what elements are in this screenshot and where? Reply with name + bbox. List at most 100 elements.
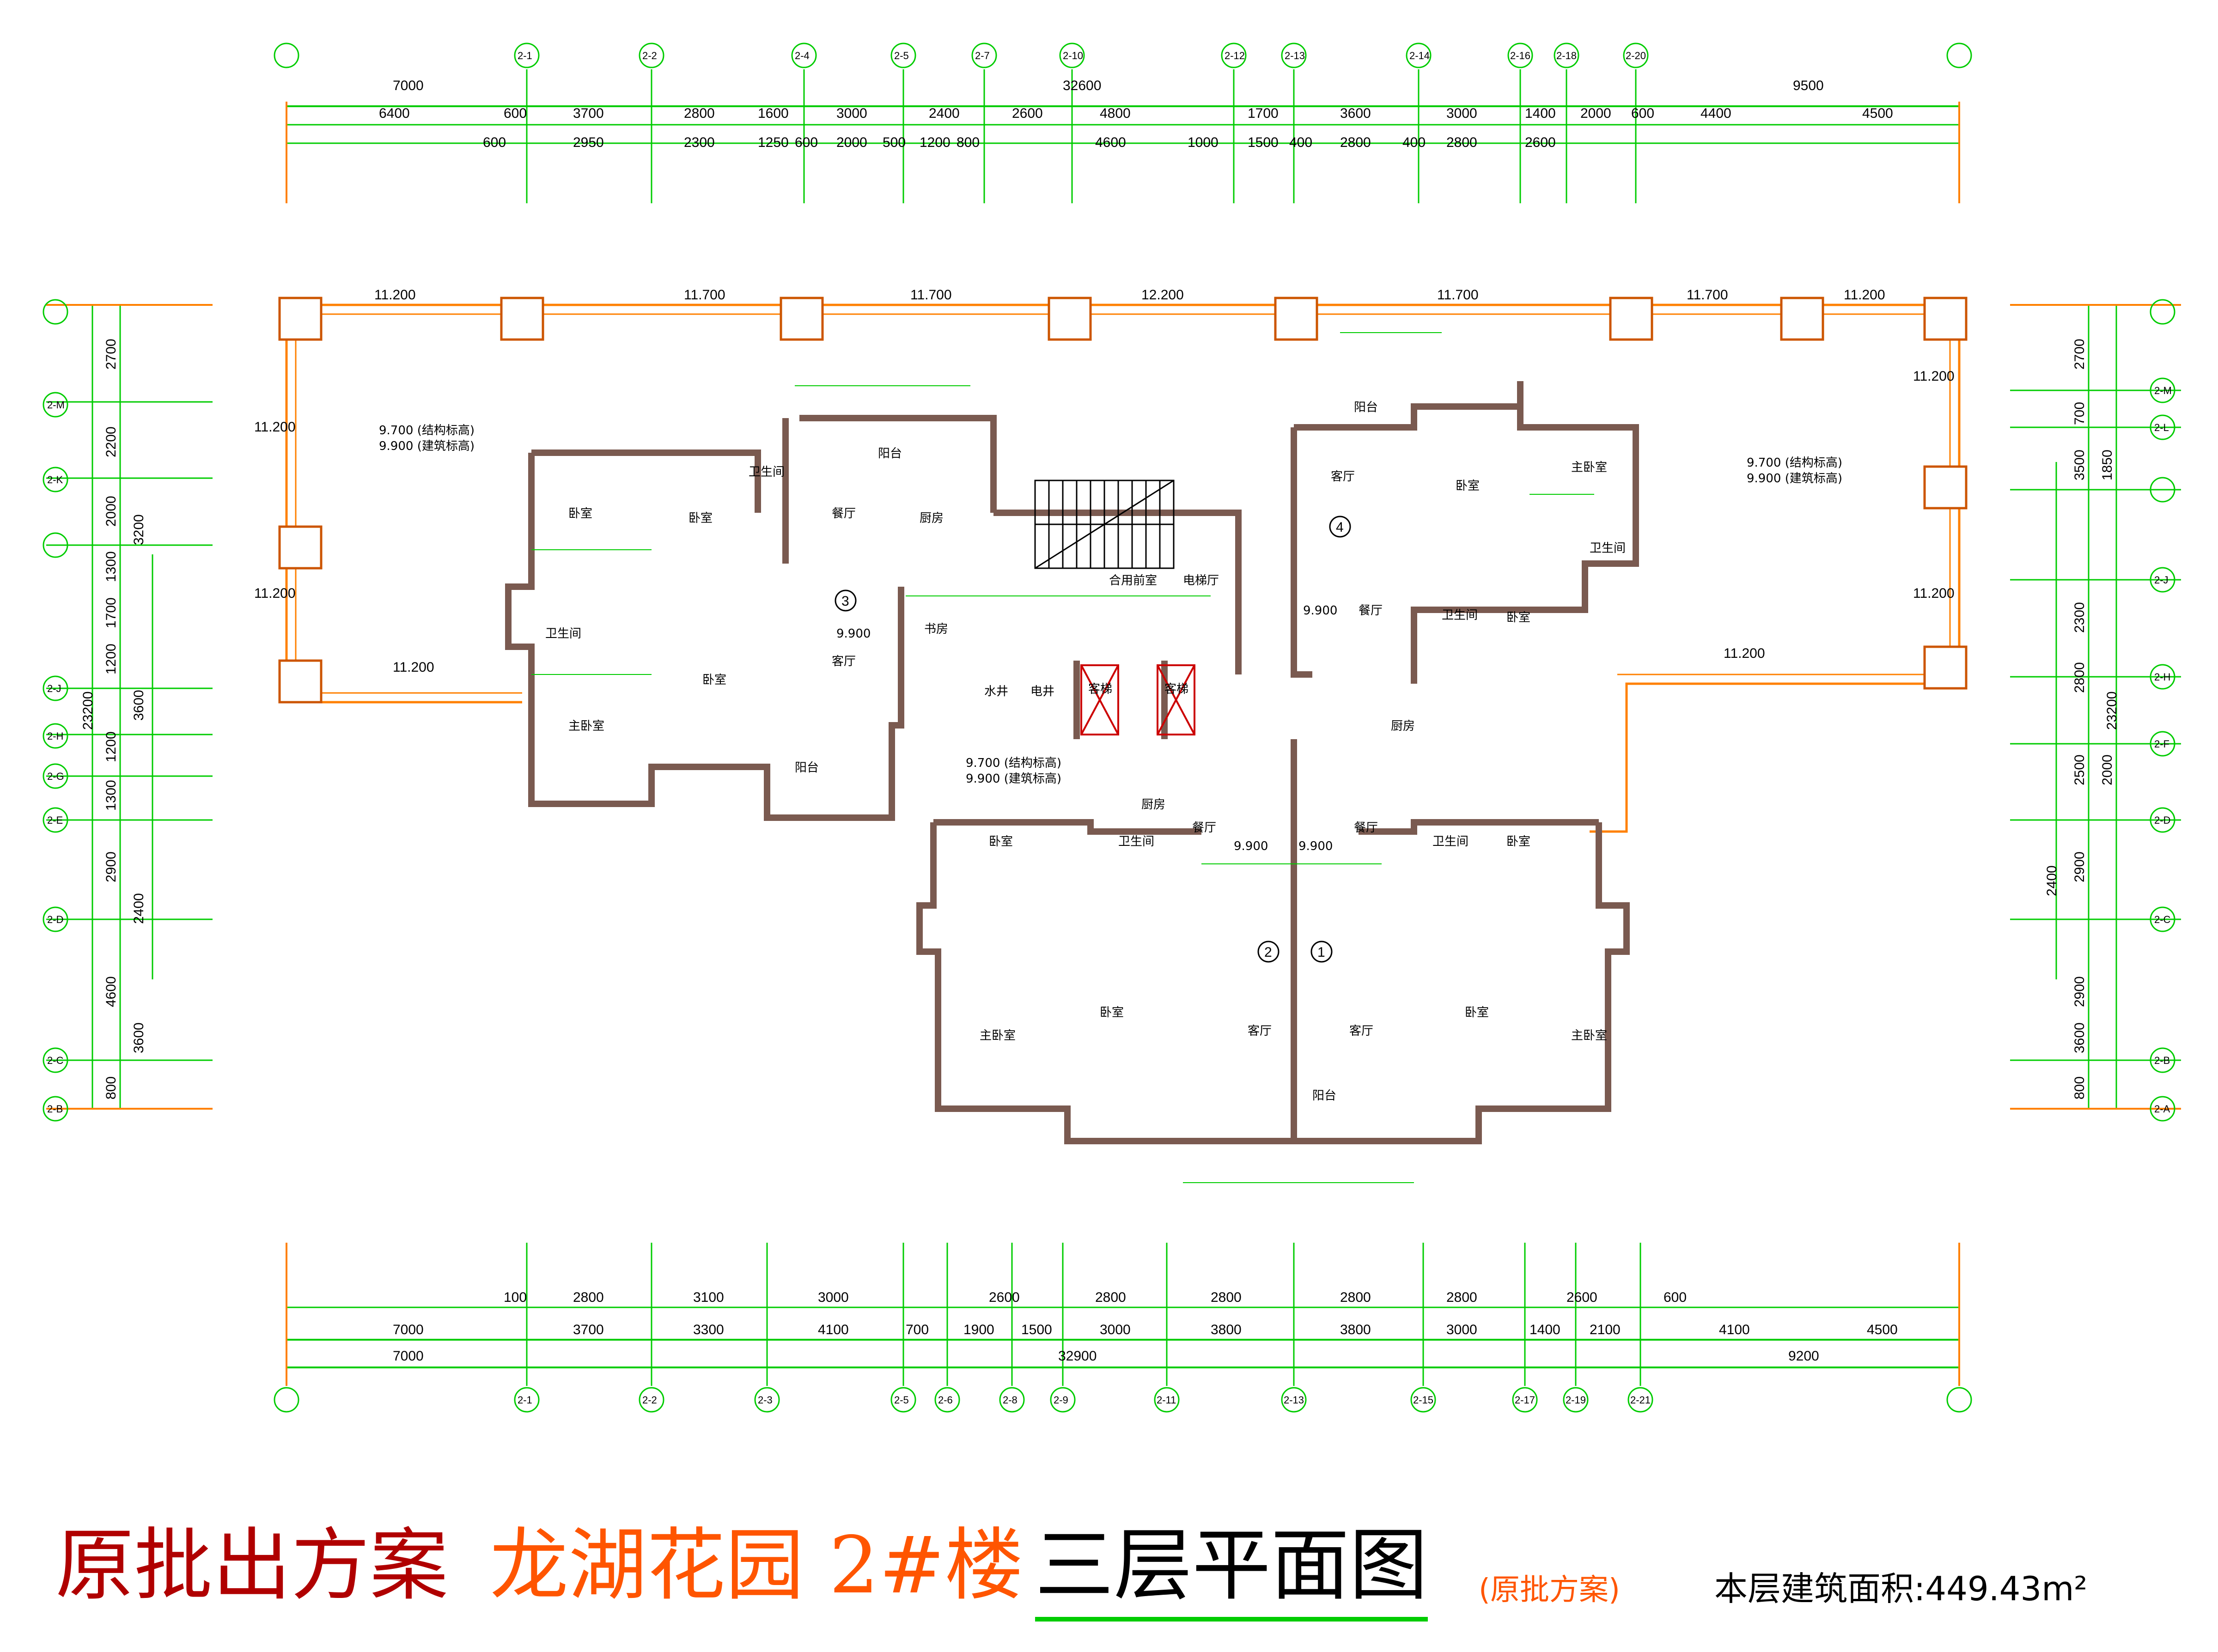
bottom-axis-label: 2-5 <box>894 1394 909 1406</box>
elevation: 11.200 <box>254 586 296 601</box>
top-dim: 400 <box>1289 135 1312 150</box>
room-label: 厨房 <box>920 511 944 525</box>
left-dim: 800 <box>104 1076 119 1099</box>
top-axis-label: 2-13 <box>1285 50 1305 61</box>
right-axis-bubbles <box>2150 299 2175 1122</box>
bottom-dim: 3800 <box>1340 1322 1371 1337</box>
right-dimension-lines <box>2010 304 2181 1110</box>
right-dim: 2500 <box>2072 754 2087 785</box>
top-axis-label: 2-2 <box>642 50 657 61</box>
left-dim: 3600 <box>131 690 146 721</box>
room-label: 卧室 <box>1465 1006 1489 1020</box>
room-label: 水井 <box>984 685 1008 698</box>
elevation: 11.700 <box>684 287 725 303</box>
bottom-axis-label: 2-3 <box>758 1394 773 1406</box>
bottom-dimension-values: 100 2800 3100 3000 2600 2800 2800 2800 2… <box>393 1290 1898 1364</box>
right-dim: 2800 <box>2072 662 2087 693</box>
room-label: 厨房 <box>1141 798 1165 812</box>
top-axis-ticks <box>526 69 1637 203</box>
right-dim: 2900 <box>2072 976 2087 1007</box>
top-dim: 3000 <box>1446 106 1477 121</box>
top-dim: 2000 <box>836 135 867 150</box>
top-dim: 3600 <box>1340 106 1371 121</box>
level-note-building: 9.900 (建筑标高) <box>379 439 475 453</box>
bottom-dim: 600 <box>1664 1290 1687 1305</box>
room-label: 卫生间 <box>545 627 581 641</box>
room-label: 卫生间 <box>1590 541 1626 555</box>
right-axis-label: 2-J <box>2154 574 2169 586</box>
room-label: 卧室 <box>568 507 592 521</box>
top-dim: 1400 <box>1525 106 1556 121</box>
room-label: 客梯 <box>1088 682 1112 696</box>
bottom-dim: 2800 <box>1340 1290 1371 1305</box>
bottom-dim: 2800 <box>1095 1290 1126 1305</box>
top-dim: 2600 <box>1012 106 1043 121</box>
bottom-dim: 3000 <box>818 1290 849 1305</box>
bottom-dim: 7000 <box>393 1322 424 1337</box>
elevation: 11.700 <box>1437 287 1479 303</box>
bottom-dim: 4500 <box>1867 1322 1898 1337</box>
room-label: 卫生间 <box>1442 608 1478 622</box>
interior-dim-lines <box>531 332 1594 1183</box>
room-labels: 阳台 餐厅 厨房 客厅 书房 卧室 卧室 卫生间 卧室 主卧室 阳台 卫生间 合… <box>545 401 1626 1103</box>
right-axis-label: 2-L <box>2154 422 2169 433</box>
elevation: 11.200 <box>393 660 434 675</box>
bottom-dim: 700 <box>906 1322 929 1337</box>
left-axis-bubbles <box>43 299 68 1122</box>
unit-number: 1 <box>1317 945 1325 960</box>
room-label: 阳台 <box>1354 401 1378 414</box>
left-axis-label: 2-H <box>47 730 63 742</box>
top-dim: 4800 <box>1100 106 1131 121</box>
left-dim: 3200 <box>131 514 146 545</box>
top-dimension-values: 7000 32600 9500 6400 600 3700 2800 1600 … <box>379 78 1893 150</box>
elevation: 11.200 <box>254 419 296 435</box>
right-dim: 2000 <box>2100 754 2115 785</box>
top-dim: 1700 <box>1248 106 1279 121</box>
floor-area-value: 449.43m² <box>1925 1569 2088 1608</box>
top-dim: 600 <box>1631 106 1654 121</box>
floor-level: 9.900 <box>1298 839 1333 853</box>
top-axis-label: 2-14 <box>1409 50 1430 61</box>
bottom-dim: 2800 <box>1211 1290 1242 1305</box>
top-dim: 1200 <box>920 135 951 150</box>
top-axis-bubbles <box>274 43 1972 68</box>
left-dim: 1200 <box>104 644 119 674</box>
left-axis-label: 2-G <box>47 771 64 782</box>
bottom-dim: 9200 <box>1788 1348 1819 1364</box>
top-dim: 4500 <box>1862 106 1893 121</box>
room-label: 餐厅 <box>1192 821 1216 835</box>
top-dim: 3000 <box>836 106 867 121</box>
top-axis-label: 2-18 <box>1556 50 1577 61</box>
bottom-dim: 2600 <box>1566 1290 1597 1305</box>
top-axis-label: 2-5 <box>894 50 909 61</box>
room-label: 卧室 <box>702 673 726 687</box>
top-dim: 600 <box>795 135 818 150</box>
floor-area-label: 本层建筑面积: <box>1714 1569 1926 1608</box>
room-label: 主卧室 <box>568 719 604 733</box>
room-label: 卧室 <box>1506 611 1530 625</box>
room-label: 阳台 <box>795 761 819 775</box>
top-dim: 2800 <box>684 106 715 121</box>
room-label: 书房 <box>924 622 948 636</box>
floor-level: 9.900 <box>836 627 871 641</box>
room-label: 阳台 <box>1312 1089 1336 1103</box>
room-label: 卧室 <box>1506 835 1530 849</box>
room-label: 卫生间 <box>1432 835 1469 849</box>
top-dim: 9500 <box>1793 78 1824 93</box>
unit-number: 3 <box>841 594 849 609</box>
top-dim: 2400 <box>929 106 960 121</box>
building-number: 2#楼 <box>829 1520 1024 1611</box>
room-label: 电井 <box>1030 685 1054 698</box>
right-dim: 1850 <box>2100 449 2115 480</box>
right-axis-label: 2-F <box>2154 738 2169 750</box>
top-dim: 1600 <box>758 106 789 121</box>
top-dim: 32600 <box>1063 78 1101 93</box>
room-label: 客厅 <box>1248 1024 1272 1038</box>
building-walls <box>505 381 1639 1144</box>
right-dim: 2700 <box>2072 339 2087 370</box>
bottom-axis-label: 2-21 <box>1630 1394 1651 1406</box>
scheme-note: (原批方案) <box>1479 1573 1620 1607</box>
right-dim: 800 <box>2072 1076 2087 1099</box>
bottom-dim: 100 <box>504 1290 527 1305</box>
right-dimension-values: 2700 700 3500 1850 2300 2800 23200 2500 … <box>2044 339 2120 1099</box>
